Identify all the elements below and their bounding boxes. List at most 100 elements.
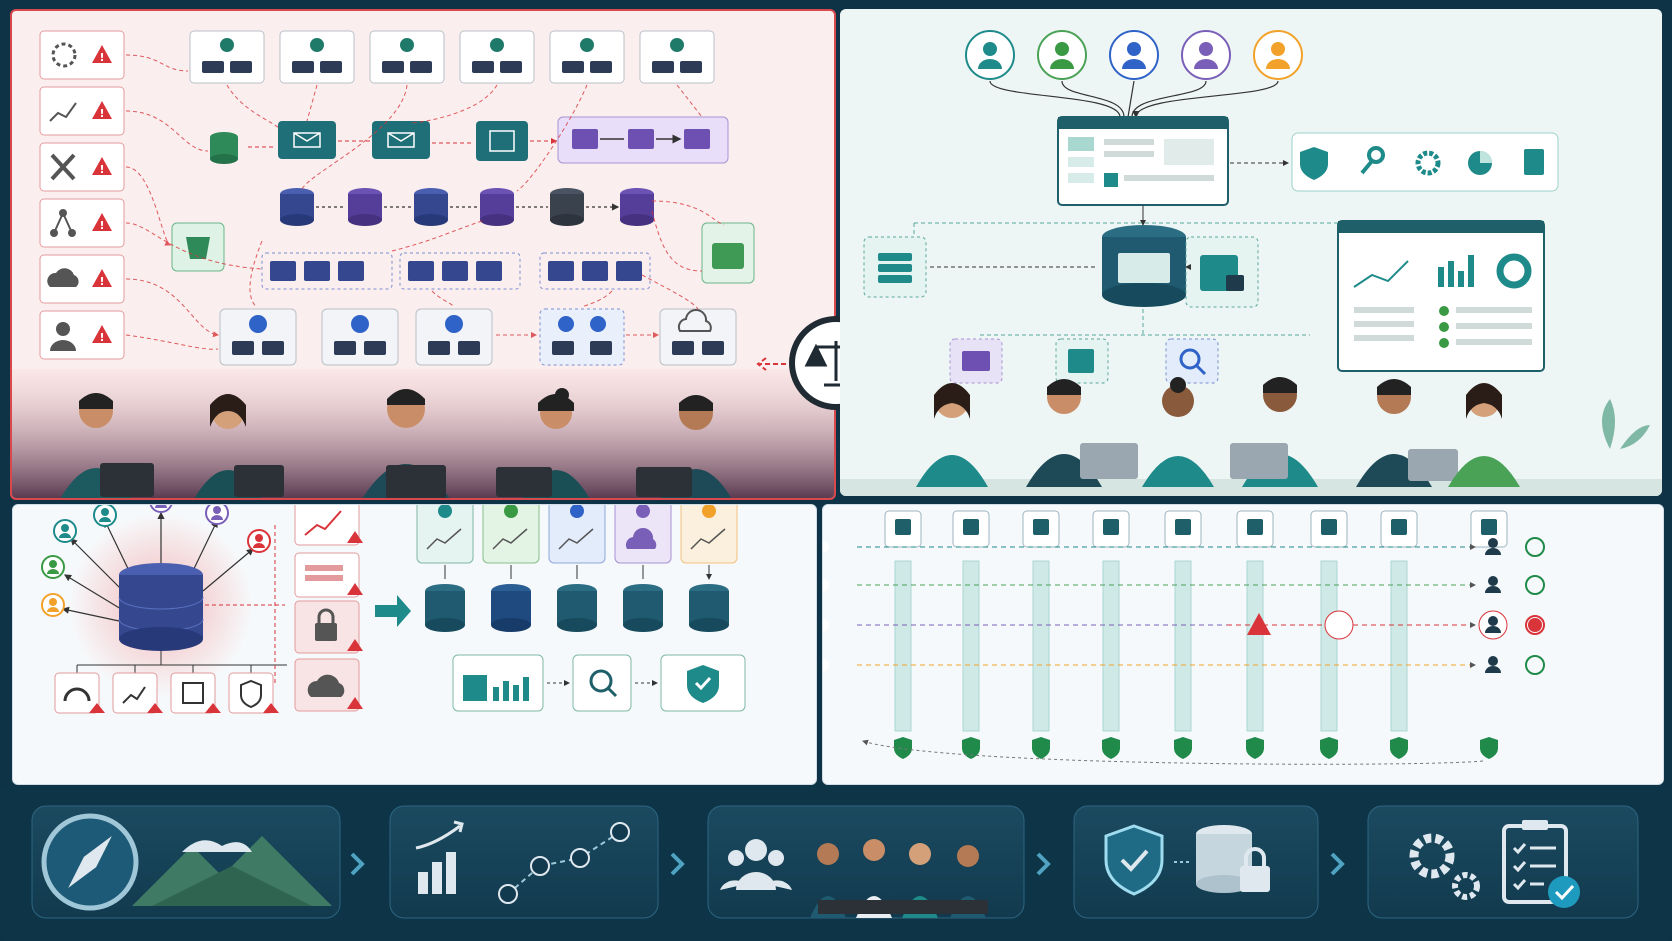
chip-icon [476,121,528,161]
gate-pass-icon [1246,737,1264,759]
tenant-lane [823,537,1545,557]
network-icon [1236,510,1274,548]
step-security [1073,805,1319,919]
security-gate [1390,560,1408,732]
transition-arrow [375,595,411,627]
chaotic-architecture-panel: ! ! ! ! ! [10,9,836,500]
shield-check-icon [1022,510,1060,548]
money-vault-icon [701,222,755,284]
shield-check-icon [1300,147,1328,180]
scheduler-service [1055,338,1109,384]
security-gate [1032,560,1050,732]
step-vision [31,805,341,919]
cluster-service [863,236,927,298]
shield-check-icon [1104,824,1164,896]
warning-icon [92,157,112,175]
issue-people: ! [39,310,125,360]
isolated-tenants [416,505,738,632]
mail-icon [684,129,710,149]
security-pipeline-diagram [823,510,1545,765]
svg-text:!: ! [99,51,104,64]
chaotic-architecture-diagram: ! ! ! ! ! [12,30,834,498]
tenant-isolation-panel [12,504,817,785]
issue-metrics: ! [39,86,125,136]
security-gate [1102,560,1120,732]
trend-icon [122,686,146,704]
user-icon [1485,576,1501,593]
database-row [171,188,654,272]
mail-service [949,338,1003,384]
user-icon [1485,538,1501,555]
collaborative-team [916,377,1520,487]
svg-text:!: ! [99,107,104,120]
user-settings-icon [1164,510,1202,548]
central-database [1102,225,1186,307]
gear-icon [1409,833,1455,879]
gate-pass-icon [1480,737,1498,759]
database-icon [1310,510,1348,548]
database-lock-icon [1196,825,1270,893]
gauge-icon [63,687,91,702]
gate-pass-icon [1320,737,1338,759]
tools-icon [50,153,76,181]
gear-small-icon [1452,872,1480,900]
issue-config: ! [39,30,125,80]
mail-icon [628,129,654,149]
step-chevron [1036,852,1051,876]
svg-text:!: ! [99,331,104,344]
issue-tools: ! [39,142,125,192]
document-icon [1380,510,1418,548]
status-ok-icon [1525,537,1545,557]
journey-steps [31,805,1639,919]
issue-cloud: ! [39,254,125,304]
warning-icon [1247,613,1271,635]
security-pipeline-panel [822,504,1664,785]
svg-text:!: ! [99,219,104,232]
security-gate [1246,560,1264,732]
warning-icon [92,213,112,231]
metrics-dashboard [1337,220,1545,372]
security-gate [962,560,980,732]
security-gate [1174,560,1192,732]
issue-list: ! ! ! ! ! [39,30,125,360]
shared-database [118,563,204,651]
organized-platform-diagram [840,30,1662,496]
pie-chart-icon [1468,151,1492,175]
warning-icon [92,269,112,287]
gear-icon [1415,150,1441,176]
status-ok-icon [1525,655,1545,675]
cluster-bottom-row [219,308,737,366]
lock-icon [315,623,337,641]
network-nodes-icon [50,209,76,237]
gear-alert-icon [51,42,77,68]
gate-pass-icon [894,737,912,759]
user-shield-icon [884,510,922,548]
cluster-node-row [189,30,715,84]
report-icon [182,682,204,704]
engineer-icon [50,322,76,351]
gate-pass-icon [1102,737,1120,759]
user-icon [1485,656,1501,673]
warning-icon [92,45,112,63]
user-icon [1485,616,1501,633]
tenant-lane [823,610,1545,640]
step-chevron [350,852,365,876]
trend-chart-icon [49,102,77,122]
tenant-lane [823,655,1545,675]
security-gate [894,560,912,732]
gate-pass-icon [962,737,980,759]
shield-icon [240,679,262,709]
step-team [707,805,1025,919]
badge-plus-icon [952,510,990,548]
status-error-icon [1525,615,1545,635]
database-green-icon [210,132,238,164]
gate-pass-icon [1174,737,1192,759]
issue-network: ! [39,198,125,248]
shared-db-problems [294,505,363,712]
user-avatars [965,30,1303,117]
step-growth [389,805,659,919]
tenant-avatars [41,505,271,617]
step-chevron [1330,852,1345,876]
secure-storage [1185,236,1259,308]
organized-platform-panel [840,9,1662,496]
